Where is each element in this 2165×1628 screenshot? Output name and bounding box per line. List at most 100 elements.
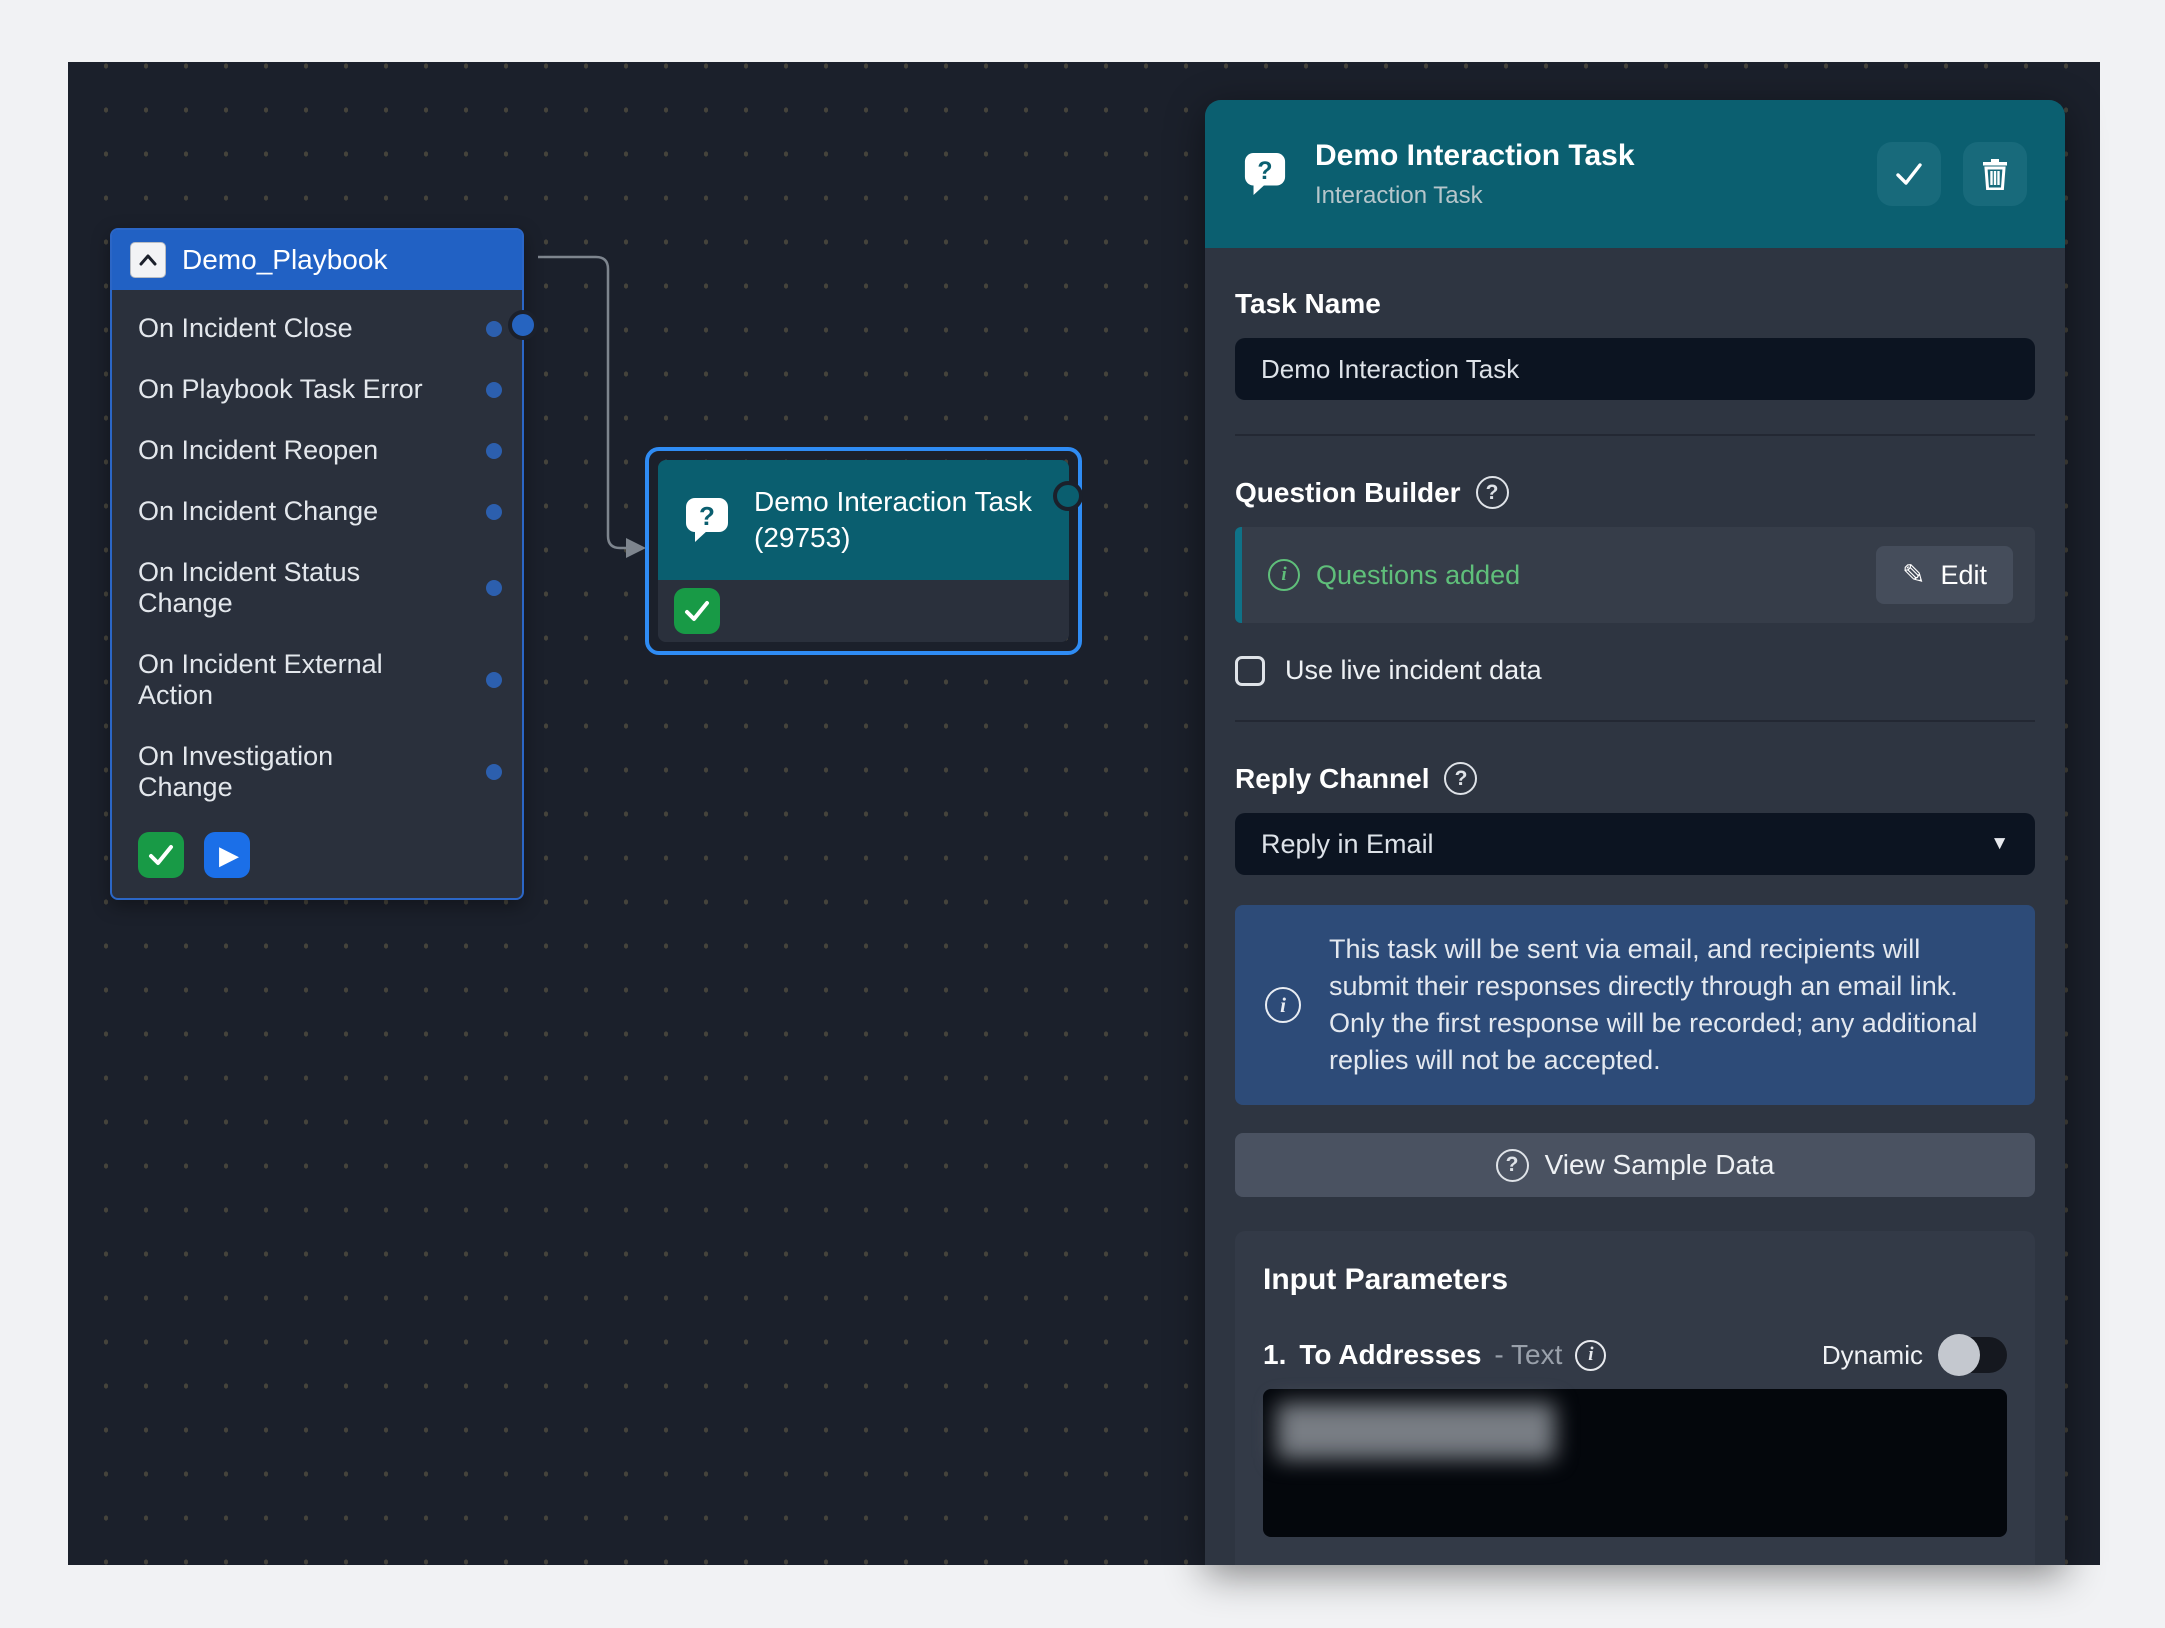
input-parameters-title: Input Parameters (1263, 1263, 1509, 1296)
trigger-label: On Incident Status Change (138, 557, 361, 618)
toggle-knob (1938, 1334, 1980, 1376)
question-bubble-icon: ? (684, 496, 730, 544)
playbook-output-port[interactable] (508, 310, 538, 340)
trigger-row[interactable]: On Incident Status Change (112, 542, 522, 634)
confirm-button[interactable] (1877, 142, 1941, 206)
divider (1235, 434, 2035, 436)
task-name-input[interactable]: Demo Interaction Task (1235, 338, 2035, 400)
trigger-port[interactable] (486, 442, 502, 459)
check-icon (148, 844, 174, 866)
trigger-list: On Incident Close On Playbook Task Error… (112, 290, 522, 824)
task-config-panel: ? Demo Interaction Task Interaction Task (1205, 100, 2065, 1565)
input-parameters-card: Input Parameters 1. To Addresses - Text … (1235, 1231, 2035, 1565)
view-sample-data-button[interactable]: ? View Sample Data (1235, 1133, 2035, 1197)
to-addresses-input[interactable] (1263, 1389, 2007, 1537)
questions-status: i Questions added (1268, 559, 1520, 591)
help-icon: ? (1495, 1148, 1529, 1182)
task-node-selection[interactable]: ? Demo Interaction Task (29753) (645, 447, 1083, 655)
info-icon: i (1268, 559, 1300, 591)
panel-title: Demo Interaction Task (1315, 138, 1635, 172)
email-info-box: i This task will be sent via email, and … (1235, 905, 2035, 1105)
playbook-node-header: Demo_Playbook (112, 230, 522, 290)
trigger-row[interactable]: On Incident Change (112, 481, 522, 542)
pencil-icon: ✎ (1902, 559, 1926, 590)
svg-text:?: ? (699, 501, 715, 531)
panel-subtitle: Interaction Task (1315, 181, 1483, 209)
playbook-actions: ▶ (112, 824, 522, 898)
redacted-email-value (1277, 1403, 1555, 1459)
trigger-label: On Playbook Task Error (138, 374, 423, 404)
run-playbook-button[interactable]: ▶ (204, 832, 250, 878)
info-icon[interactable]: i (1575, 1339, 1607, 1371)
trigger-port[interactable] (486, 580, 502, 596)
trigger-row[interactable]: On Playbook Task Error (112, 359, 522, 420)
trash-icon (1981, 158, 2009, 190)
trigger-label: On Investigation Change (138, 741, 334, 802)
play-icon: ▶ (219, 840, 239, 870)
trigger-label: On Incident Reopen (138, 435, 379, 465)
trigger-port[interactable] (486, 672, 502, 688)
reply-channel-select[interactable]: Reply in Email ▼ (1235, 813, 2035, 875)
question-bubble-icon: ? (1243, 151, 1287, 197)
param-row-to-addresses: 1. To Addresses - Text i Dynamic (1263, 1334, 2007, 1376)
help-icon[interactable]: ? (1475, 476, 1509, 509)
divider (1235, 720, 2035, 722)
view-sample-data-label: View Sample Data (1544, 1149, 1775, 1180)
reply-channel-label: Reply Channel ? (1235, 762, 2035, 795)
task-name-label-text: Task Name (1235, 288, 1381, 319)
question-builder-label: Question Builder ? (1235, 476, 2035, 509)
validated-check-button[interactable] (674, 588, 720, 634)
question-builder-label-text: Question Builder (1235, 476, 1461, 508)
reply-channel-label-text: Reply Channel (1235, 762, 1430, 794)
playbook-title: Demo_Playbook (182, 244, 388, 275)
question-builder-card: i Questions added ✎ Edit (1235, 527, 2035, 623)
trigger-port[interactable] (486, 320, 502, 337)
param-number: 1. (1263, 1339, 1287, 1370)
dynamic-label: Dynamic (1821, 1339, 1923, 1370)
trigger-row[interactable]: On Investigation Change (112, 726, 522, 818)
edit-button-label: Edit (1940, 559, 1987, 590)
task-node-footer (658, 580, 1069, 642)
trigger-port[interactable] (486, 764, 502, 780)
edge-arrowhead (626, 538, 646, 558)
email-info-text: This task will be sent via email, and re… (1329, 934, 1978, 1075)
chevron-up-icon (137, 252, 159, 268)
trigger-port[interactable] (486, 503, 502, 520)
task-node-title: Demo Interaction Task (29753) (754, 486, 1033, 553)
live-incident-data-row: Use live incident data (1235, 655, 2035, 686)
trigger-port[interactable] (486, 381, 502, 398)
task-output-port[interactable] (1053, 481, 1083, 511)
validated-check-button[interactable] (138, 832, 184, 878)
trigger-row[interactable]: On Incident External Action (112, 634, 522, 726)
task-name-value: Demo Interaction Task (1261, 353, 1520, 384)
edit-questions-button[interactable]: ✎ Edit (1876, 546, 2013, 604)
trigger-label: On Incident Change (138, 496, 379, 526)
collapse-button[interactable] (130, 242, 166, 278)
live-incident-data-label: Use live incident data (1285, 655, 1542, 685)
check-icon (684, 600, 710, 622)
param-name: To Addresses (1299, 1339, 1482, 1370)
playbook-node[interactable]: Demo_Playbook On Incident Close On Playb… (110, 228, 538, 900)
dynamic-toggle-group: Dynamic (1821, 1334, 2007, 1376)
questions-status-text: Questions added (1316, 559, 1521, 590)
dynamic-toggle[interactable] (1938, 1334, 2007, 1376)
help-icon[interactable]: ? (1444, 762, 1478, 795)
info-icon: i (1265, 987, 1301, 1023)
live-incident-data-checkbox[interactable] (1235, 655, 1265, 686)
panel-body: Task Name Demo Interaction Task Question… (1205, 288, 2065, 1565)
caret-down-icon: ▼ (1990, 833, 2009, 854)
svg-text:?: ? (1257, 157, 1272, 185)
workflow-canvas[interactable]: Demo_Playbook On Incident Close On Playb… (68, 62, 2100, 1565)
reply-channel-value: Reply in Email (1261, 828, 1434, 859)
trigger-row[interactable]: On Incident Close (112, 298, 522, 359)
param-type: - Text (1494, 1339, 1563, 1370)
delete-task-button[interactable] (1963, 142, 2027, 206)
task-node[interactable]: ? Demo Interaction Task (29753) (658, 460, 1069, 642)
check-icon (1894, 161, 1924, 187)
trigger-label: On Incident External Action (138, 649, 383, 710)
task-name-label: Task Name (1235, 288, 2035, 320)
panel-header: ? Demo Interaction Task Interaction Task (1205, 100, 2065, 248)
trigger-label: On Incident Close (138, 313, 353, 343)
trigger-row[interactable]: On Incident Reopen (112, 420, 522, 481)
